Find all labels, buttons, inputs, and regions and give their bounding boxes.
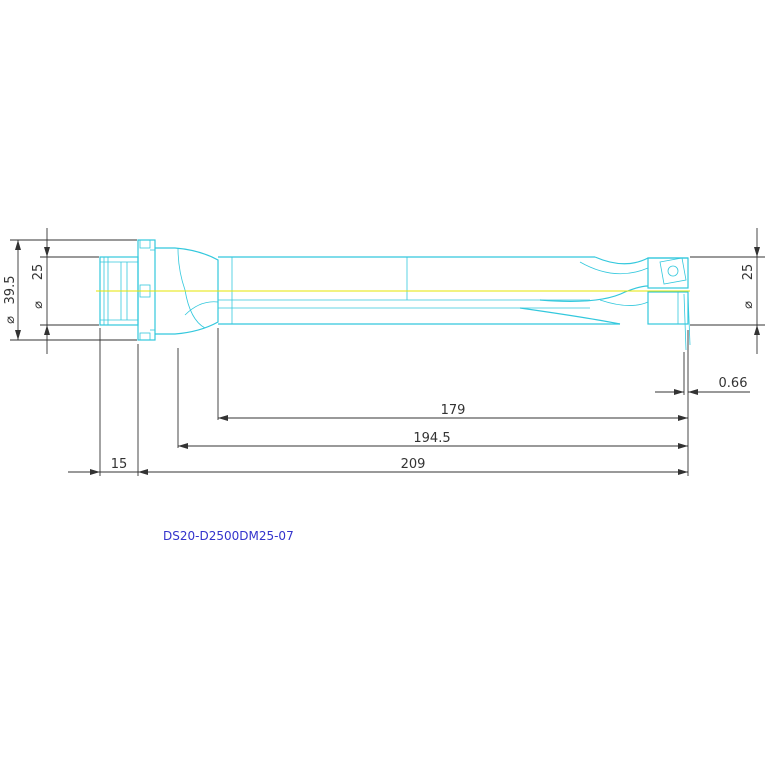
dia-symbol-right: ⌀ (741, 301, 756, 309)
dim-label-flange-dia: 39.5 (3, 276, 18, 305)
dimension-lines (10, 228, 765, 476)
dim-label-overall-length: 209 (401, 457, 426, 472)
dim-label-flange-width: 15 (111, 457, 128, 472)
part-number-caption: DS20-D2500DM25-07 (163, 529, 294, 543)
dim-label-tip-dia: 25 (741, 264, 756, 281)
dia-symbol-left-outer: ⌀ (3, 316, 18, 324)
dim-label-body-length: 194.5 (413, 431, 450, 446)
dim-label-flute-length: 179 (441, 403, 466, 418)
dia-symbol-left-inner: ⌀ (31, 301, 46, 309)
drill-body-outline (99, 239, 691, 351)
dim-label-tip-offset: 0.66 (719, 376, 748, 391)
dim-label-shank-dia: 25 (31, 264, 46, 281)
dimension-labels: 39.5 ⌀ 25 ⌀ 25 ⌀ 0.66 179 194.5 15 209 (3, 264, 756, 472)
